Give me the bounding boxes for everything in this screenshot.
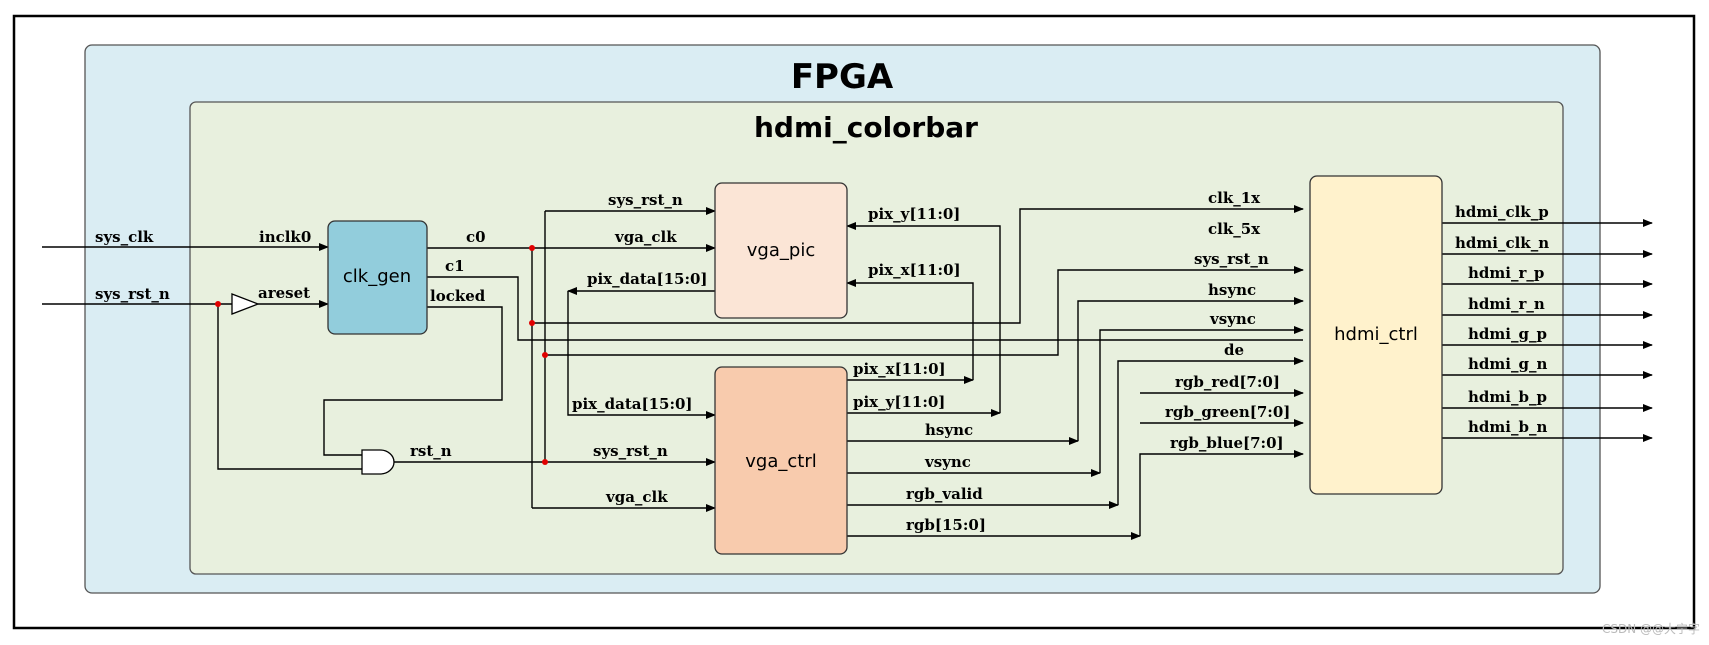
label-pic-pix-x: pix_x[11:0] — [868, 261, 961, 279]
label-ctrl-hsync: hsync — [925, 421, 973, 439]
label-hdmi-in-clk-5x: clk_5x — [1208, 220, 1261, 238]
label-inclk0: inclk0 — [259, 228, 311, 246]
label-hdmi-out-b-p: hdmi_b_p — [1468, 388, 1547, 406]
label-hdmi-in-rgb-blue: rgb_blue[7:0] — [1170, 434, 1284, 452]
label-hdmi-out-g-n: hdmi_g_n — [1468, 355, 1547, 373]
label-hdmi-out-clk-p: hdmi_clk_p — [1455, 203, 1549, 221]
signal-labels: sys_clk sys_rst_n inclk0 areset c0 c1 lo… — [95, 189, 1549, 534]
label-hdmi-in-rgb-green: rgb_green[7:0] — [1165, 403, 1290, 421]
label-c1: c1 — [445, 257, 465, 275]
label-sys-clk: sys_clk — [95, 228, 154, 246]
label-c0: c0 — [466, 228, 486, 246]
hdmi-ctrl-label: hdmi_ctrl — [1334, 324, 1418, 345]
vga-ctrl-label: vga_ctrl — [745, 451, 816, 472]
label-sys-rst-n: sys_rst_n — [95, 285, 170, 303]
label-hdmi-in-vsync: vsync — [1209, 310, 1256, 328]
label-hdmi-out-b-n: hdmi_b_n — [1468, 418, 1547, 436]
watermark: CSDN @@大宁字 — [1602, 621, 1700, 636]
clk-gen-block — [327, 220, 428, 335]
junction-dots — [215, 245, 548, 465]
label-pic-vga-clk: vga_clk — [614, 228, 677, 246]
label-hdmi-in-rgb-red: rgb_red[7:0] — [1175, 373, 1280, 391]
label-areset: areset — [258, 284, 310, 302]
label-hdmi-in-hsync: hsync — [1208, 281, 1256, 299]
label-hdmi-out-r-p: hdmi_r_p — [1468, 264, 1544, 282]
module-container — [189, 101, 1564, 575]
label-hdmi-in-sys-rst-n: sys_rst_n — [1194, 250, 1269, 268]
label-ctrl-sys-rst-n: sys_rst_n — [593, 442, 668, 460]
label-hdmi-out-clk-n: hdmi_clk_n — [1455, 234, 1549, 252]
label-pic-pix-y: pix_y[11:0] — [868, 205, 960, 223]
label-pic-sys-rst-n: sys_rst_n — [608, 191, 683, 209]
label-ctrl-vga-clk: vga_clk — [605, 488, 668, 506]
module-title: hdmi_colorbar — [754, 111, 978, 144]
label-ctrl-pix-x: pix_x[11:0] — [853, 360, 946, 378]
label-pic-pix-data: pix_data[15:0] — [587, 270, 708, 288]
label-ctrl-rgb-valid: rgb_valid — [906, 485, 983, 503]
label-hdmi-in-clk-1x: clk_1x — [1208, 189, 1261, 207]
label-locked: locked — [430, 287, 486, 305]
fpga-title: FPGA — [791, 57, 894, 97]
label-ctrl-vsync: vsync — [924, 453, 971, 471]
label-rst-n: rst_n — [410, 442, 452, 460]
label-hdmi-out-r-n: hdmi_r_n — [1468, 295, 1545, 313]
label-ctrl-pix-data: pix_data[15:0] — [572, 395, 693, 413]
vga-pic-label: vga_pic — [747, 240, 815, 261]
wires — [42, 205, 1653, 540]
vga-ctrl-block — [714, 366, 848, 555]
reset-buffer — [231, 293, 260, 315]
hdmi-ctrl-block — [1309, 175, 1443, 495]
label-ctrl-pix-y: pix_y[11:0] — [853, 393, 945, 411]
label-hdmi-in-de: de — [1224, 341, 1244, 359]
clk-gen-label: clk_gen — [343, 266, 411, 287]
label-hdmi-out-g-p: hdmi_g_p — [1468, 325, 1547, 343]
and-gate — [361, 449, 395, 475]
vga-pic-block — [714, 182, 848, 319]
label-ctrl-rgb: rgb[15:0] — [906, 516, 986, 534]
